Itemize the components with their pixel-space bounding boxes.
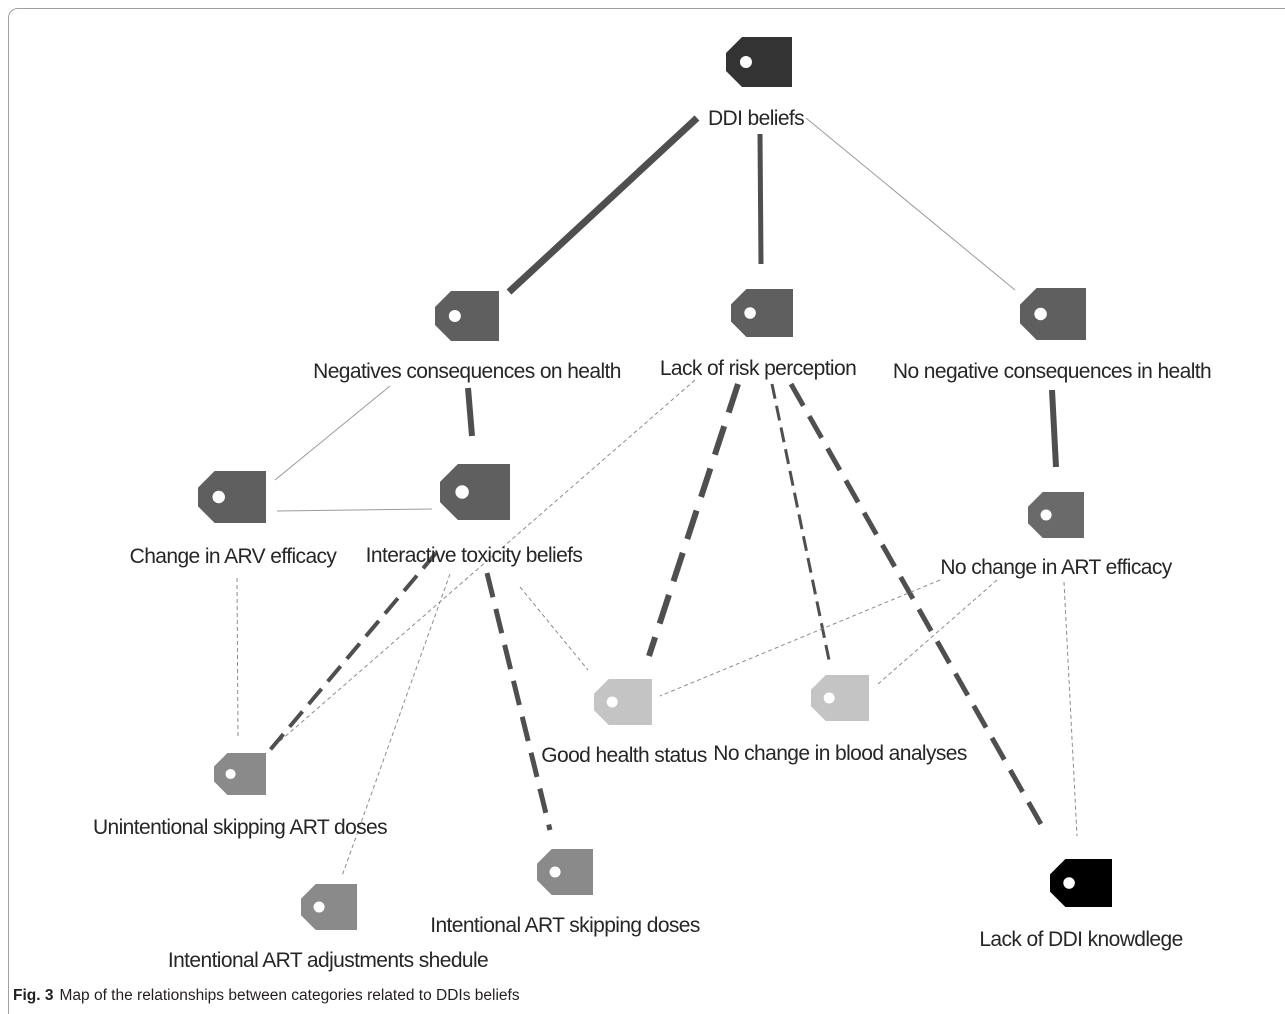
edge-lack-risk-to-no-change-blood (770, 383, 831, 661)
tag-hole-icon (1063, 877, 1075, 889)
node-no-change-blood: No change in blood analyses (713, 675, 967, 765)
edge-interactive-toxicity-to-intentional-adjust (341, 573, 451, 877)
tag-icon (440, 464, 510, 520)
edge-lack-risk-to-good-health (646, 383, 741, 657)
edge-no-change-art-to-lack-knowledge (1063, 581, 1078, 837)
node-good-health: Good health status (541, 679, 707, 767)
tag-hole-icon (739, 56, 752, 68)
edge-ddi-beliefs-to-lack-risk (757, 133, 764, 265)
node-label: Intentional ART adjustments shedule (168, 949, 488, 972)
edge-ddi-beliefs-to-neg-consequences (506, 115, 700, 295)
node-label: Lack of DDI knowdlege (979, 928, 1182, 951)
edge-no-neg-consequences-to-no-change-art (1049, 389, 1059, 468)
figure-frame (8, 8, 1285, 1014)
tag-hole-icon (823, 692, 835, 704)
node-change-arv: Change in ARV efficacy (130, 471, 338, 568)
node-no-neg-consequences: No negative consequences in health (893, 288, 1212, 383)
edge-no-change-art-to-good-health (659, 579, 941, 697)
node-label: No change in ART efficacy (940, 556, 1172, 579)
tag-hole-icon (313, 901, 325, 913)
tag-hole-icon (212, 490, 225, 504)
tag-icon (811, 675, 869, 721)
edge-no-change-art-to-no-change-blood (877, 579, 998, 685)
tag-icon (594, 679, 652, 725)
node-label: No negative consequences in health (893, 360, 1211, 383)
node-label: Lack of risk perception (660, 357, 856, 380)
tag-hole-icon (606, 696, 618, 708)
tag-icon (1050, 859, 1112, 907)
tag-icon (1028, 492, 1084, 538)
edge-ddi-beliefs-to-no-neg-consequences (805, 117, 1016, 291)
edge-neg-consequences-to-interactive-toxicity (465, 387, 475, 437)
node-label: No change in blood analyses (713, 742, 967, 765)
node-unintentional-skipping: Unintentional skipping ART doses (93, 753, 388, 839)
tag-hole-icon (448, 310, 461, 322)
tag-hole-icon (744, 307, 756, 319)
node-label: Unintentional skipping ART doses (93, 816, 387, 839)
tag-hole-icon (1034, 307, 1047, 321)
node-lack-risk: Lack of risk perception (660, 289, 857, 380)
edge-lack-risk-to-unintentional-skipping (271, 379, 696, 749)
edge-interactive-toxicity-to-good-health (519, 586, 589, 671)
tag-icon (537, 849, 593, 895)
node-label: Interactive toxicity beliefs (366, 544, 583, 567)
tag-icon (435, 291, 499, 341)
edges-layer (236, 115, 1078, 877)
edge-lack-risk-to-lack-knowledge (788, 382, 1045, 828)
figure-caption-text: Map of the relationships between categor… (59, 987, 520, 1004)
tag-hole-icon (549, 866, 561, 878)
node-ddi-beliefs: DDI beliefs (708, 37, 805, 130)
node-intentional-skipping: Intentional ART skipping doses (430, 849, 700, 937)
tag-hole-icon (1040, 509, 1052, 521)
node-lack-knowledge: Lack of DDI knowdlege (979, 859, 1183, 951)
node-label: Good health status (541, 744, 707, 767)
node-label: Change in ARV efficacy (130, 545, 338, 568)
tag-hole-icon (225, 768, 236, 780)
tag-icon (198, 471, 266, 523)
node-label: Intentional ART skipping doses (430, 914, 700, 937)
node-label: Negatives consequences on health (313, 360, 621, 383)
tag-icon (1020, 288, 1086, 340)
tag-icon (726, 37, 792, 87)
tag-icon (301, 884, 357, 930)
figure-number: Fig. 3 (13, 987, 54, 1004)
edge-interactive-toxicity-to-intentional-skipping (484, 572, 553, 831)
tag-icon (214, 753, 266, 795)
node-intentional-adjust: Intentional ART adjustments shedule (168, 884, 489, 972)
node-interactive-toxicity: Interactive toxicity beliefs (366, 464, 583, 567)
node-label: DDI beliefs (708, 107, 804, 130)
node-neg-consequences: Negatives consequences on health (313, 291, 621, 383)
edge-neg-consequences-to-change-arv (274, 385, 391, 481)
edge-change-arv-to-unintentional-skipping (236, 577, 239, 739)
edge-change-arv-to-interactive-toxicity (276, 508, 433, 512)
figure-caption: Fig. 3 Map of the relationships between c… (13, 987, 520, 1005)
tag-icon (731, 289, 793, 337)
tag-hole-icon (455, 485, 469, 499)
edge-interactive-toxicity-to-unintentional-skipping (268, 551, 438, 752)
node-no-change-art: No change in ART efficacy (940, 492, 1173, 579)
